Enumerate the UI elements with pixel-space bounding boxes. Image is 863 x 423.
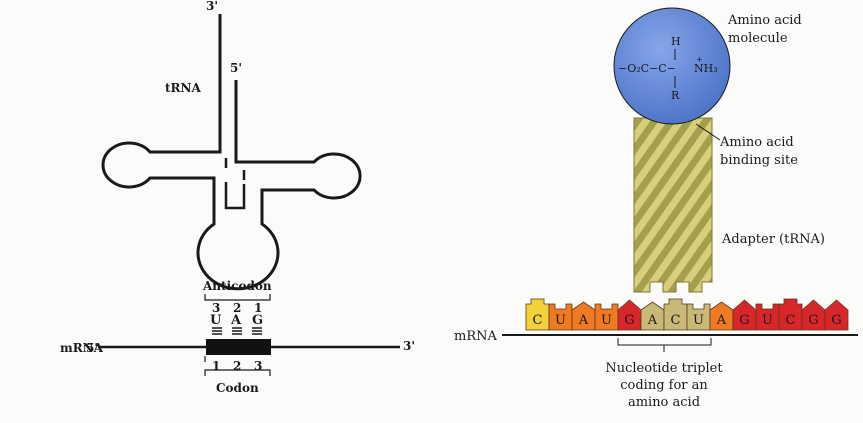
anticodon-base-2: A	[230, 313, 242, 328]
right-adapter-diagram: H −O₂C−C− + NH₃ R Amino acid molecule Am…	[454, 8, 858, 410]
base-pair-ticks	[212, 328, 262, 334]
trna-label: tRNA	[165, 81, 201, 95]
mrna-five-prime-label: 5'	[86, 341, 98, 355]
nucleotide-block: A	[641, 302, 664, 330]
nucleotide-letter: G	[624, 313, 634, 328]
nucleotide-letter: C	[533, 313, 543, 328]
adapter-label: Adapter (tRNA)	[721, 232, 825, 247]
amino-acid-label-line2: molecule	[728, 31, 788, 46]
anticodon-base-3: G	[252, 313, 263, 328]
nucleotide-letter: U	[601, 313, 612, 328]
nucleotide-block: U	[549, 304, 572, 330]
triplet-bracket	[618, 338, 711, 345]
codon-position-1: 1	[212, 359, 220, 373]
adapter-trna-column	[634, 118, 712, 292]
triplet-label-line1: Nucleotide triplet	[605, 361, 723, 376]
nucleotide-block: G	[618, 300, 641, 330]
nucleotide-letter: G	[739, 313, 749, 328]
nucleotide-letter: G	[831, 313, 841, 328]
left-trna-diagram: 3' 5' tRNA Anticodon 3 2 1 U A G 1 2 3 C…	[60, 0, 415, 395]
nucleotide-block: A	[710, 302, 733, 330]
nucleotide-block: G	[733, 300, 756, 330]
nucleotide-block: U	[756, 304, 779, 330]
nucleotide-block: C	[526, 299, 549, 330]
codon-position-3: 3	[254, 359, 262, 373]
nucleotide-letter: G	[808, 313, 818, 328]
formula-left: −O₂C−C−	[618, 62, 676, 75]
codon-label: Codon	[216, 381, 259, 395]
nucleotide-block: U	[595, 304, 618, 330]
nucleotide-letter: A	[578, 313, 589, 328]
nucleotide-letter: C	[671, 313, 681, 328]
binding-site-label-line1: Amino acid	[719, 135, 794, 150]
mrna-label-right: mRNA	[454, 329, 497, 344]
triplet-label-line2: coding for an	[620, 378, 708, 393]
anticodon-base-1: U	[210, 313, 222, 328]
nucleotide-block: G	[802, 300, 825, 330]
nucleotide-letter: A	[716, 313, 727, 328]
nucleotide-letter: A	[647, 313, 658, 328]
anticodon-label: Anticodon	[202, 279, 272, 293]
formula-r: R	[671, 89, 680, 102]
three-prime-top-label: 3'	[206, 0, 218, 13]
five-prime-top-label: 5'	[230, 61, 242, 75]
amino-acid-label-line1: Amino acid	[727, 13, 802, 28]
formula-nh3: NH₃	[694, 62, 718, 75]
codon-position-2: 2	[233, 359, 241, 373]
nucleotide-block: G	[825, 300, 848, 330]
trna-strand-outer	[103, 14, 360, 289]
nucleotide-block: C	[664, 299, 687, 330]
triplet-label-line3: amino acid	[628, 395, 700, 410]
nucleotide-letter: U	[555, 313, 566, 328]
nucleotide-letter: U	[693, 313, 704, 328]
codon-bar	[206, 339, 271, 355]
trna-strand-inner	[226, 158, 244, 208]
mrna-three-prime-label: 3'	[403, 339, 415, 353]
nucleotide-block: C	[779, 299, 802, 330]
nucleotide-letter: U	[762, 313, 773, 328]
formula-h: H	[671, 35, 681, 48]
nucleotide-letter: C	[786, 313, 796, 328]
nucleotide-block: A	[572, 302, 595, 330]
nucleotide-block: U	[687, 304, 710, 330]
binding-site-label-line2: binding site	[720, 153, 798, 168]
anticodon-bracket	[205, 294, 270, 300]
